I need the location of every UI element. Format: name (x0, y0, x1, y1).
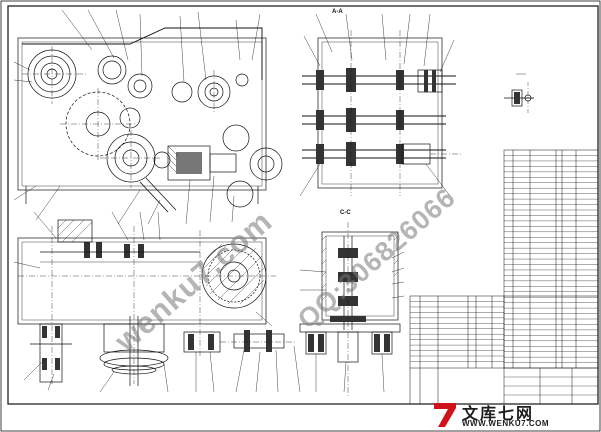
brand-logo: 文库七网 WWW.WENKU7.COM (432, 400, 598, 430)
section-a-a-view (299, 13, 462, 197)
plan-view (13, 211, 276, 384)
section-c-c-label: C-C (340, 210, 351, 216)
seven-logo-icon (434, 403, 456, 427)
detail-view (504, 73, 534, 114)
bottom-detail-row (23, 316, 301, 393)
front-view (13, 9, 283, 225)
section-a-a-label: A-A (332, 9, 343, 15)
title-block (409, 295, 599, 405)
brand-url: WWW.WENKU7.COM (462, 419, 549, 428)
parts-list-table (503, 149, 599, 369)
section-c-c-view (299, 222, 405, 398)
brand-name: 文库七网 (462, 404, 535, 423)
